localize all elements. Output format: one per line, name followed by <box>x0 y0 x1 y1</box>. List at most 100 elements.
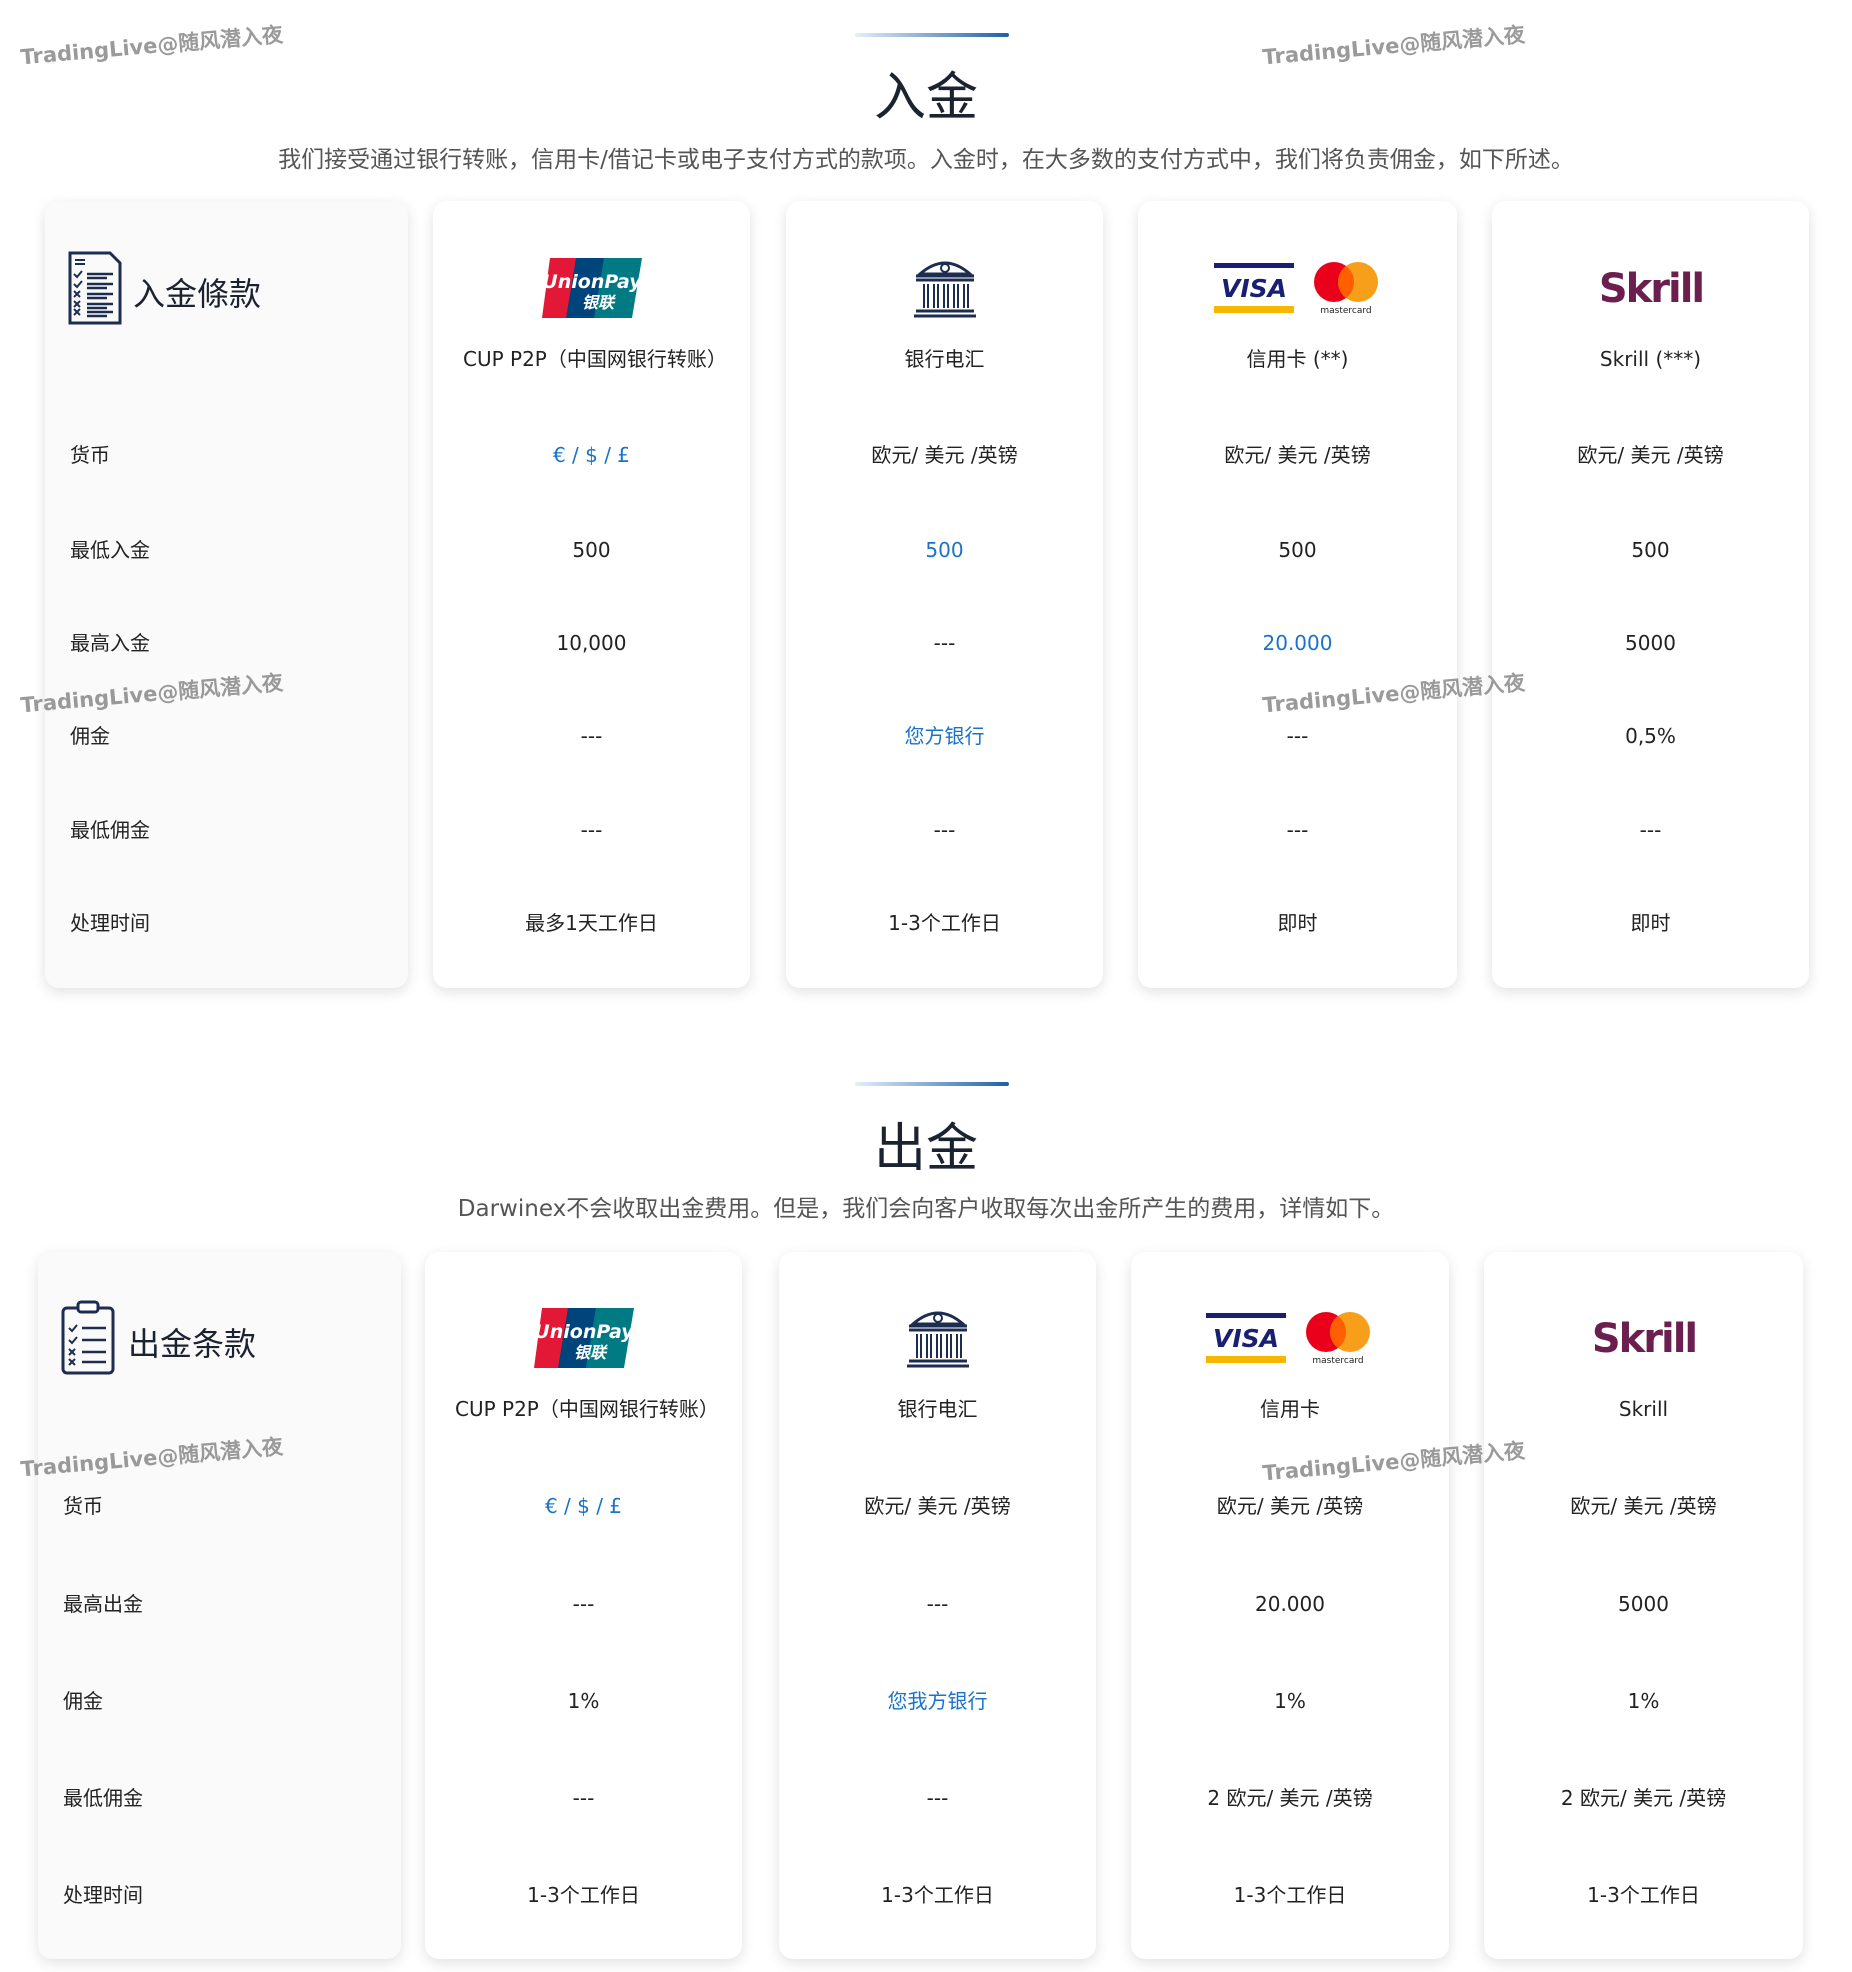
method-name: 信用卡 (**) <box>1246 347 1349 371</box>
method-value: 1% <box>1627 1689 1660 1713</box>
method-value: --- <box>926 1592 949 1616</box>
method-value: 0,5% <box>1625 724 1676 748</box>
method-value: 1-3个工作日 <box>881 1883 994 1907</box>
method-value: 10,000 <box>556 631 627 655</box>
svg-text:银联: 银联 <box>581 293 615 312</box>
row-label: 货币 <box>63 1494 103 1518</box>
deposit-title: 入金 <box>873 68 978 128</box>
method-value: 1-3个工作日 <box>1233 1883 1347 1907</box>
withdrawal-method-card: 银行电汇欧元/ 美元 /英镑 --- 您我方银行 --- 1-3个工作日 <box>779 1252 1096 1959</box>
method-value: --- <box>933 631 956 655</box>
bank-icon <box>905 1306 971 1374</box>
withdrawal-title: 出金 <box>873 1119 978 1179</box>
svg-text:VISA: VISA <box>1213 1324 1279 1353</box>
row-label: 最低佣金 <box>70 818 150 842</box>
skrill-logo: Skrill <box>1492 266 1809 314</box>
method-value: 20.000 <box>1262 631 1333 655</box>
method-name: 信用卡 <box>1260 1397 1320 1421</box>
deposit-card-header: 入金條款 <box>67 250 261 334</box>
method-value: 500 <box>925 538 964 562</box>
method-value: 1-3个工作日 <box>1587 1883 1700 1907</box>
clipboard-checklist-icon <box>60 1300 118 1384</box>
row-label: 佣金 <box>70 724 110 748</box>
row-label: 货币 <box>70 443 110 467</box>
svg-text:UnionPay: UnionPay <box>534 1321 635 1343</box>
svg-text:Skrill: Skrill <box>1591 1316 1695 1360</box>
skrill-logo: Skrill <box>1484 1316 1803 1364</box>
method-value: 1-3个工作日 <box>888 911 1001 935</box>
method-value: 欧元/ 美元 /英镑 <box>1224 443 1371 467</box>
method-value: --- <box>933 818 956 842</box>
row-label: 最低佣金 <box>63 1786 143 1810</box>
method-value: 最多1天工作日 <box>525 911 658 935</box>
svg-text:UnionPay: UnionPay <box>542 271 643 293</box>
withdrawal-subtitle: Darwinex不会收取出金费用。但是，我们会向客户收取每次出金所产生的费用，详… <box>457 1196 1395 1222</box>
row-label: 处理时间 <box>70 911 150 935</box>
method-name: Skrill (***) <box>1599 347 1702 371</box>
method-value: 2 欧元/ 美元 /英镑 <box>1207 1786 1373 1810</box>
method-value: --- <box>572 1592 595 1616</box>
method-name: CUP P2P（中国网银行转账） <box>455 1397 719 1421</box>
method-value: € / $ / £ <box>552 443 631 467</box>
method-value: 1% <box>567 1689 600 1713</box>
row-label: 处理时间 <box>63 1883 143 1907</box>
method-value: --- <box>580 724 603 748</box>
row-label: 佣金 <box>63 1689 103 1713</box>
method-value: 1-3个工作日 <box>527 1883 640 1907</box>
bank-icon <box>779 1306 1096 1374</box>
row-label: 最高入金 <box>70 631 150 655</box>
method-value: --- <box>1286 818 1309 842</box>
method-name: Skrill <box>1618 1397 1669 1421</box>
method-value: 您方银行 <box>904 724 985 748</box>
method-value: --- <box>1286 724 1309 748</box>
method-value: 500 <box>1278 538 1317 562</box>
section-accent-bar <box>855 1082 1009 1086</box>
visa-mastercard-logo: VISA mastercard <box>1138 260 1457 320</box>
skrill-logo: Skrill <box>1596 266 1706 314</box>
method-value: 5000 <box>1618 1592 1669 1616</box>
visa-logo: VISA <box>1206 1313 1286 1367</box>
svg-text:银联: 银联 <box>573 1343 607 1362</box>
method-value: 20.000 <box>1255 1592 1325 1616</box>
method-value: 1% <box>1274 1689 1306 1713</box>
method-name: 银行电汇 <box>897 1397 978 1421</box>
method-value: 欧元/ 美元 /英镑 <box>1570 1494 1717 1518</box>
method-value: 欧元/ 美元 /英镑 <box>864 1494 1011 1518</box>
method-value: --- <box>926 1786 949 1810</box>
section-accent-bar <box>855 33 1009 37</box>
checklist-document-icon <box>67 250 123 334</box>
bank-icon <box>786 256 1103 324</box>
bank-icon <box>912 256 978 324</box>
method-value: --- <box>1639 818 1662 842</box>
method-value: 欧元/ 美元 /英镑 <box>871 443 1018 467</box>
withdrawal-card-header: 出金条款 <box>60 1300 256 1384</box>
deposit-labels-card: 入金條款货币最低入金最高入金佣金最低佣金处理时间 <box>45 201 408 988</box>
visa-mastercard-logo: VISA mastercard <box>1131 1310 1449 1370</box>
method-value: 500 <box>572 538 611 562</box>
method-value: 5000 <box>1625 631 1676 655</box>
svg-text:mastercard: mastercard <box>1312 1356 1363 1366</box>
skrill-logo: Skrill <box>1589 1316 1699 1364</box>
method-value: 即时 <box>1630 911 1671 935</box>
mastercard-logo: mastercard <box>1310 260 1382 320</box>
visa-logo: VISA <box>1213 263 1294 317</box>
method-value: 2 欧元/ 美元 /英镑 <box>1560 1786 1727 1810</box>
deposit-method-card: VISA mastercard 信用卡 (**) 欧元/ 美元 /英镑 500 20.00… <box>1138 201 1457 988</box>
method-value: --- <box>572 1786 595 1810</box>
withdrawal-labels-card: 出金条款货币最高出金佣金最低佣金处理时间 <box>38 1252 401 1959</box>
row-label: 最低入金 <box>70 538 150 562</box>
method-value: € / $ / £ <box>544 1494 623 1518</box>
row-label: 最高出金 <box>63 1592 143 1616</box>
method-value: 您我方银行 <box>887 1689 988 1713</box>
